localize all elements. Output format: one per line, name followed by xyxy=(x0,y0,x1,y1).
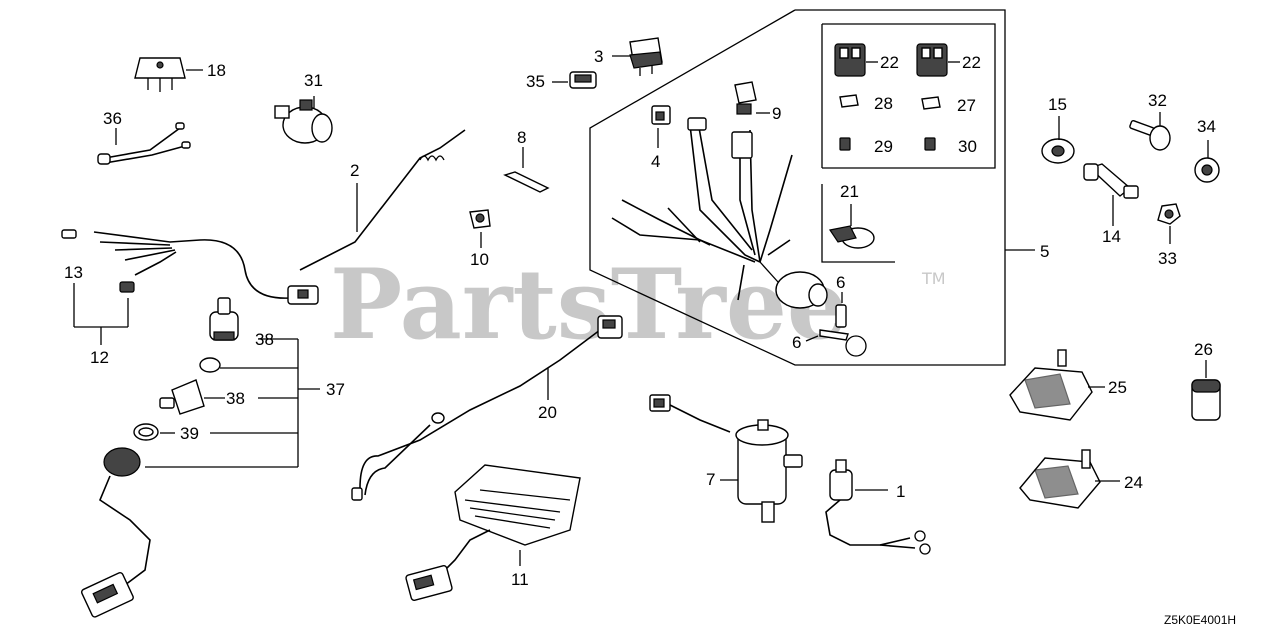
callout-32[interactable]: 32 xyxy=(1148,91,1167,110)
callout-26[interactable]: 26 xyxy=(1194,340,1213,359)
wire-20[interactable] xyxy=(351,315,623,501)
connector-22a[interactable] xyxy=(834,43,878,77)
clip-35[interactable] xyxy=(552,71,597,89)
terminal-28[interactable] xyxy=(839,94,859,108)
callout-3[interactable]: 3 xyxy=(594,47,603,66)
callout-4[interactable]: 4 xyxy=(651,152,660,171)
kit-outline-5 xyxy=(589,9,1035,366)
switch-14[interactable] xyxy=(1083,163,1139,226)
callout-1[interactable]: 1 xyxy=(896,482,905,501)
callout-20[interactable]: 20 xyxy=(538,403,557,422)
callout-13[interactable]: 13 xyxy=(64,263,83,282)
callout-33[interactable]: 33 xyxy=(1158,249,1177,268)
callout-11[interactable]: 11 xyxy=(511,570,529,589)
switch-38-mid[interactable] xyxy=(159,379,205,415)
callout-25[interactable]: 25 xyxy=(1108,378,1127,397)
callout-27[interactable]: 27 xyxy=(957,96,976,115)
callout-9[interactable]: 9 xyxy=(772,104,781,123)
callout-22a[interactable]: 22 xyxy=(880,53,899,72)
relay-18[interactable] xyxy=(134,57,203,92)
callout-29[interactable]: 29 xyxy=(874,137,893,156)
knob-21[interactable] xyxy=(829,204,875,249)
callout-37[interactable]: 37 xyxy=(326,380,345,399)
nut-34[interactable] xyxy=(1194,140,1220,183)
harness-kit-5[interactable] xyxy=(611,81,828,309)
callout-30[interactable]: 30 xyxy=(958,137,977,156)
callout-31[interactable]: 31 xyxy=(304,71,323,90)
key-6[interactable] xyxy=(805,292,867,357)
callout-35[interactable]: 35 xyxy=(526,72,545,91)
terminal-30[interactable] xyxy=(924,137,936,151)
regulator-11[interactable] xyxy=(405,464,581,602)
callout-36[interactable]: 36 xyxy=(103,109,122,128)
callout-8[interactable]: 8 xyxy=(517,128,526,147)
callout-6a[interactable]: 6 xyxy=(836,273,845,292)
callout-2[interactable]: 2 xyxy=(350,161,359,180)
callout-34[interactable]: 34 xyxy=(1197,117,1216,136)
relay-3[interactable] xyxy=(612,37,663,76)
band-8[interactable] xyxy=(503,147,550,193)
terminal-27[interactable] xyxy=(921,96,941,110)
cap-26[interactable] xyxy=(1191,360,1221,421)
mount-25[interactable] xyxy=(1009,349,1105,421)
callout-6b[interactable]: 6 xyxy=(792,333,801,352)
grommet-10[interactable] xyxy=(469,209,491,248)
solenoid-7[interactable] xyxy=(649,394,803,523)
callout-38a[interactable]: 38 xyxy=(255,330,274,349)
wire-harness-36[interactable] xyxy=(97,122,191,165)
callout-24[interactable]: 24 xyxy=(1124,473,1143,492)
o-ring-38[interactable] xyxy=(199,357,221,373)
callout-12[interactable]: 12 xyxy=(90,348,109,367)
bolt-32[interactable] xyxy=(1129,112,1171,151)
callout-39[interactable]: 39 xyxy=(180,424,199,443)
washer-15[interactable] xyxy=(1041,116,1075,164)
callout-22b[interactable]: 22 xyxy=(962,53,981,72)
seal-39[interactable] xyxy=(133,423,159,441)
callout-7[interactable]: 7 xyxy=(706,470,715,489)
callout-38b[interactable]: 38 xyxy=(226,389,245,408)
connector-37[interactable] xyxy=(81,447,151,618)
diagram-code: Z5K0E4001H xyxy=(1164,613,1236,627)
callout-14[interactable]: 14 xyxy=(1102,227,1121,246)
callout-5[interactable]: 5 xyxy=(1040,242,1049,261)
callout-15[interactable]: 15 xyxy=(1048,95,1067,114)
watermark-trademark: TM xyxy=(921,269,946,288)
callout-21[interactable]: 21 xyxy=(840,182,859,201)
nut-33[interactable] xyxy=(1157,203,1181,244)
bracket-37 xyxy=(145,338,320,468)
buzzer-31[interactable] xyxy=(274,96,333,144)
switch-38-top[interactable] xyxy=(209,297,239,341)
wire-harness-12[interactable] xyxy=(61,229,319,345)
mount-24[interactable] xyxy=(1019,449,1120,509)
watermark-text: PartsTree xyxy=(330,248,848,361)
callout-10[interactable]: 10 xyxy=(470,250,489,269)
callout-18[interactable]: 18 xyxy=(207,61,226,80)
sensor-1[interactable] xyxy=(825,459,931,555)
cable-2[interactable] xyxy=(299,129,466,271)
connector-22b[interactable] xyxy=(916,43,960,77)
callout-28[interactable]: 28 xyxy=(874,94,893,113)
terminal-29[interactable] xyxy=(839,137,851,151)
